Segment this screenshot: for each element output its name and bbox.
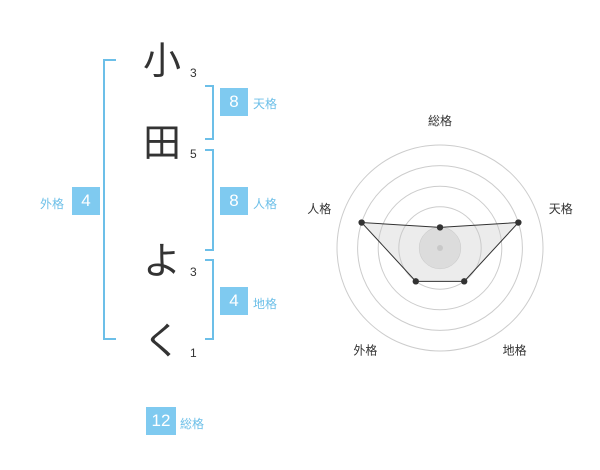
stroke-count-4: 1 [190,346,197,360]
radar-point-5 [358,219,365,226]
name-char-1: 小 [143,39,182,83]
radar-axis-label-2: 天格 [549,201,573,216]
jinkaku-value: 8 [220,187,248,215]
radar-ring-5 [336,144,544,352]
radar-axis-label-5: 人格 [307,201,331,216]
stroke-count-2: 5 [190,147,197,161]
jinkaku-bracket [205,149,214,251]
name-char-4: く [143,319,182,363]
gaikaku-value: 4 [72,187,100,215]
tenkaku-label: 天格 [253,97,278,111]
stroke-count-3: 3 [190,265,197,279]
radar-ring-4 [357,165,523,331]
chikaku-value: 4 [220,287,248,315]
radar-point-2 [515,219,522,226]
radar-center-dot [437,245,443,251]
soukaku-label: 総格 [180,417,205,431]
name-char-3: よ [143,239,182,283]
soukaku-value: 12 [146,407,176,435]
radar-ring-2 [398,206,482,290]
radar-polygon [360,221,520,282]
radar-point-3 [461,278,468,285]
radar-point-4 [412,278,419,285]
radar-ring-3 [377,185,503,311]
outer-bracket [103,59,116,340]
tenkaku-bracket [205,85,214,140]
tenkaku-value: 8 [220,88,248,116]
radar-axis-label-4: 外格 [353,343,377,358]
name-char-2: 田 [143,121,182,165]
gaikaku-label: 外格 [40,197,65,211]
radar-axis-label-3: 地格 [503,343,527,358]
stroke-count-1: 3 [190,66,197,80]
radar-axis-label-1: 総格 [428,113,452,128]
chikaku-label: 地格 [253,297,278,311]
radar-point-1 [436,224,444,231]
chikaku-bracket [205,259,214,340]
jinkaku-label: 人格 [253,197,278,211]
